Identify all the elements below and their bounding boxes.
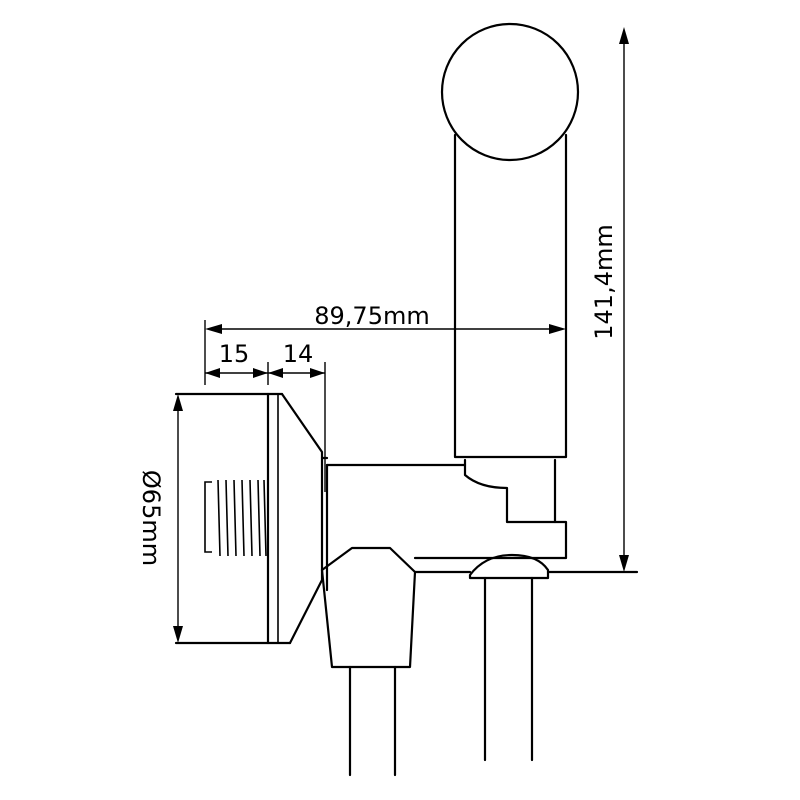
holder-bracket bbox=[325, 458, 568, 592]
dimension-diameter: Ø65mm bbox=[137, 394, 183, 643]
thread bbox=[204, 479, 267, 557]
arrowhead-right bbox=[310, 368, 325, 378]
thread-outline bbox=[204, 481, 212, 553]
arrowhead-top bbox=[173, 394, 183, 411]
bracket-clamp bbox=[413, 458, 568, 560]
diameter-label: Ø65mm bbox=[137, 470, 165, 566]
overall-height-label: 141,4mm bbox=[590, 224, 618, 339]
shower-handle bbox=[440, 22, 580, 459]
arrowhead-right bbox=[549, 324, 566, 334]
flange-cone bbox=[280, 392, 324, 645]
outlet-connector bbox=[468, 553, 639, 762]
arrowhead-top bbox=[619, 27, 629, 44]
arrowhead-right bbox=[253, 368, 268, 378]
arrowhead-left bbox=[268, 368, 283, 378]
hose-connector bbox=[320, 546, 417, 777]
thread-lines bbox=[217, 479, 267, 557]
arrowhead-left bbox=[205, 368, 220, 378]
wall-flange bbox=[174, 392, 329, 645]
overall-width-label: 89,75mm bbox=[314, 302, 429, 330]
arrowhead-left bbox=[205, 324, 222, 334]
dimension-flange-depth: 14 bbox=[268, 340, 326, 492]
dimension-overall-width: 89,75mm bbox=[204, 302, 566, 385]
handle-body bbox=[453, 133, 568, 459]
handle-cap bbox=[440, 22, 580, 162]
arrowhead-bottom bbox=[173, 626, 183, 643]
thread-depth-label: 15 bbox=[219, 340, 250, 368]
dimension-overall-height: 141,4mm bbox=[590, 27, 629, 572]
connector-nut bbox=[320, 546, 417, 669]
flange-depth-label: 14 bbox=[283, 340, 314, 368]
arrowhead-bottom bbox=[619, 555, 629, 572]
dimension-thread-depth: 15 bbox=[205, 340, 269, 385]
outlet-cap bbox=[468, 553, 550, 580]
